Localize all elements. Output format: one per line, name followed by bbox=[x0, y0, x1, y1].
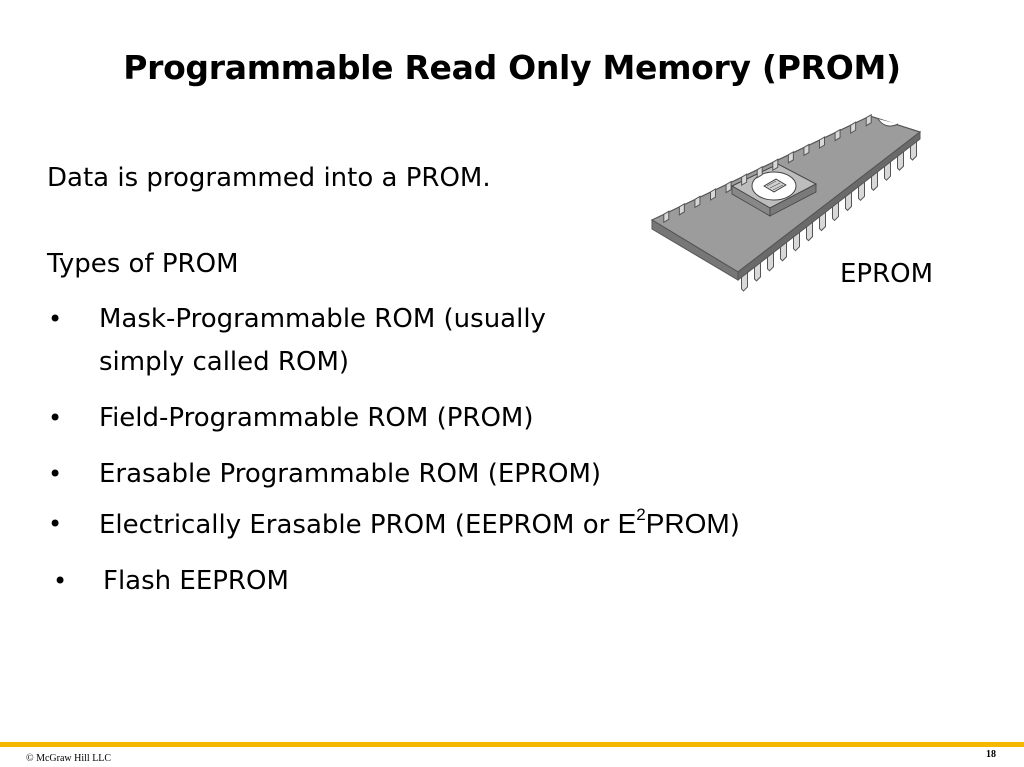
eprom-chip-icon bbox=[640, 108, 930, 308]
bullet-flash-eeprom: Flash EEPROM bbox=[103, 566, 289, 596]
bullet-marker: • bbox=[48, 404, 63, 432]
bullet-field-prom: Field-Programmable ROM (PROM) bbox=[99, 403, 534, 433]
bullet-eprom: Erasable Programmable ROM (EPROM) bbox=[99, 459, 602, 489]
e2-rest: PROM bbox=[645, 508, 730, 539]
bullet-marker: • bbox=[48, 305, 63, 333]
slide-title: Programmable Read Only Memory (PROM) bbox=[123, 48, 901, 87]
e2-base: E bbox=[617, 508, 637, 539]
types-heading: Types of PROM bbox=[47, 249, 239, 279]
footer-copyright: © McGraw Hill LLC bbox=[26, 753, 112, 764]
e2prom-term: E2PROM bbox=[617, 505, 730, 539]
bullet-eeprom: Electrically Erasable PROM (EEPROM or E2… bbox=[99, 505, 740, 541]
bullet-mask-rom-line-2: simply called ROM) bbox=[99, 347, 350, 377]
page-number: 18 bbox=[986, 749, 996, 760]
bullet-marker: • bbox=[48, 460, 63, 488]
e2-superscript: 2 bbox=[636, 505, 646, 524]
bullet-marker: • bbox=[48, 510, 63, 538]
bullet-marker: • bbox=[53, 567, 68, 595]
intro-text: Data is programmed into a PROM. bbox=[47, 163, 491, 193]
bullet-eeprom-prefix: Electrically Erasable PROM (EEPROM or bbox=[99, 510, 618, 540]
bullet-mask-rom-line-1: Mask-Programmable ROM (usually bbox=[99, 304, 546, 334]
eprom-caption: EPROM bbox=[840, 259, 934, 289]
footer-accent-bar bbox=[0, 742, 1024, 747]
bullet-eeprom-suffix: ) bbox=[729, 510, 740, 540]
